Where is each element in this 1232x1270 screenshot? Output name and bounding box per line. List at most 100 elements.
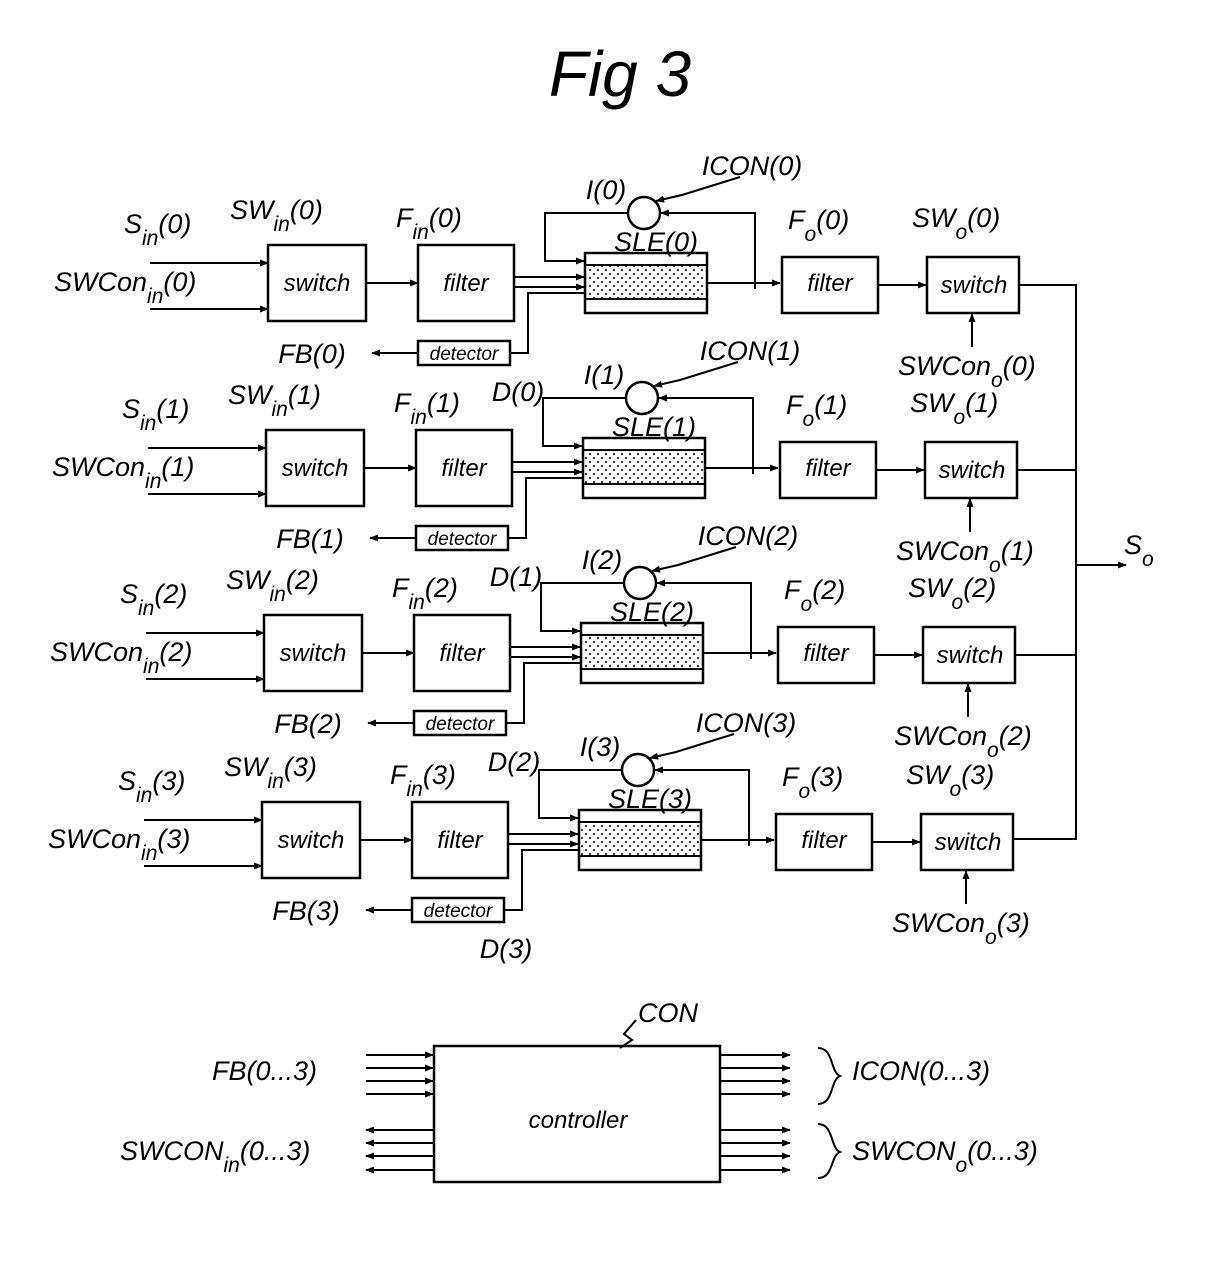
feedback-label: FB(2) [274, 709, 342, 739]
input-filter-label: Fin(1) [394, 388, 460, 429]
input-switch-control-label: SWConin(2) [50, 637, 192, 678]
input-switch-control-label: SWConin(1) [52, 452, 194, 493]
sle-label: SLE(3) [608, 784, 692, 814]
current-control-wire [652, 547, 736, 571]
output-switch-control-label: SWCono(0) [898, 351, 1036, 392]
input-switch-control-label: SWConin(0) [54, 267, 196, 308]
input-switch-text: switch [278, 827, 345, 854]
output-signal-label: So [1124, 530, 1154, 571]
detector-label: D(0) [492, 377, 545, 407]
current-group-brace [818, 1048, 840, 1104]
output-switch-text: switch [937, 642, 1004, 669]
current-control-label: ICON(0) [702, 151, 803, 181]
current-source-label: I(1) [584, 360, 625, 390]
detector-text: detector [424, 901, 493, 922]
controller-section: controller CON FB(0...3) SWCONin(0...3) ICON… [120, 998, 1038, 1182]
current-source-circle [622, 754, 654, 786]
channel-row-0: Sin(0) SWConin(0) SWin(0) switch Fin(0) filte… [54, 151, 1036, 407]
current-control-wire [654, 362, 738, 386]
input-filter-text: filter [443, 270, 489, 297]
output-switch-text: switch [939, 457, 1006, 484]
input-signal-label: Sin(1) [122, 394, 189, 435]
current-source-label: I(2) [582, 545, 623, 575]
figure-title: Fig 3 [549, 38, 692, 110]
input-signal-label: Sin(3) [118, 766, 185, 807]
controller-output-control-label: SWCONo(0...3) [852, 1136, 1038, 1177]
current-source-label: I(3) [580, 732, 621, 762]
current-control-label: ICON(2) [698, 521, 799, 551]
input-filter-text: filter [441, 455, 487, 482]
input-filter-label: Fin(0) [396, 203, 462, 244]
feedback-label: FB(1) [276, 524, 344, 554]
current-source-circle [628, 197, 660, 229]
input-signal-label: Sin(0) [124, 209, 191, 250]
output-filter-label: Fo(0) [788, 205, 849, 246]
sle-to-detector-wire [504, 850, 578, 910]
current-control-label: ICON(3) [696, 708, 797, 738]
sle-to-detector-wire [506, 663, 580, 723]
channel-rows: Sin(0) SWConin(0) SWin(0) switch Fin(0) filte… [48, 151, 1036, 964]
output-switch-label: SWo(3) [906, 760, 994, 801]
output-control-group-brace [818, 1124, 840, 1178]
output-filter-label: Fo(2) [784, 575, 845, 616]
input-filter-label: Fin(2) [392, 573, 458, 614]
feedback-label: FB(0) [278, 339, 346, 369]
detector-label: D(2) [488, 747, 541, 777]
detector-label: D(1) [490, 562, 543, 592]
sle-active-region [583, 635, 701, 669]
output-filter-text: filter [803, 640, 849, 667]
input-switch-label: SWin(3) [224, 752, 317, 793]
input-switch-label: SWin(1) [228, 380, 321, 421]
input-filter-text: filter [439, 640, 485, 667]
controller-ref-leader [620, 1020, 636, 1048]
current-control-label: ICON(1) [700, 336, 801, 366]
current-source-circle [626, 382, 658, 414]
input-switch-text: switch [284, 270, 351, 297]
sle-label: SLE(0) [614, 227, 698, 257]
output-switch-control-label: SWCono(2) [894, 721, 1032, 762]
sle-label: SLE(1) [612, 412, 696, 442]
detector-text: detector [426, 714, 495, 735]
detector-text: detector [430, 344, 499, 365]
sle-to-detector-wire [508, 478, 582, 538]
output-filter-label: Fo(1) [786, 390, 847, 431]
controller-feedback-label: FB(0...3) [212, 1056, 317, 1086]
sle-active-region [587, 265, 705, 299]
input-switch-text: switch [280, 640, 347, 667]
output-filter-label: Fo(3) [782, 762, 843, 803]
output-filter-text: filter [807, 270, 853, 297]
current-control-wire [656, 177, 740, 201]
sle-to-detector-wire [510, 293, 584, 353]
output-switch-text: switch [941, 272, 1008, 299]
controller-ref-label: CON [638, 998, 699, 1028]
current-source-circle [624, 567, 656, 599]
sle-active-region [581, 822, 699, 856]
input-filter-text: filter [437, 827, 483, 854]
input-switch-label: SWin(0) [230, 195, 323, 236]
output-switch-control-label: SWCono(1) [896, 536, 1034, 577]
detector-text: detector [428, 529, 497, 550]
input-filter-label: Fin(3) [390, 760, 456, 801]
output-switch-label: SWo(0) [912, 203, 1000, 244]
controller-text: controller [529, 1107, 629, 1134]
sle-active-region [585, 450, 703, 484]
feedback-label: FB(3) [272, 896, 340, 926]
output-switch-label: SWo(2) [908, 573, 996, 614]
detector-label: D(3) [480, 934, 533, 964]
input-switch-control-label: SWConin(3) [48, 824, 190, 865]
output-switch-text: switch [935, 829, 1002, 856]
current-control-wire [650, 734, 734, 758]
channel-row-1: Sin(1) SWConin(1) SWin(1) switch Fin(1) filte… [52, 336, 1034, 592]
input-signal-label: Sin(2) [120, 579, 187, 620]
current-source-label: I(0) [586, 175, 627, 205]
input-switch-text: switch [282, 455, 349, 482]
sle-label: SLE(2) [610, 597, 694, 627]
output-filter-text: filter [801, 827, 847, 854]
controller-input-control-label: SWCONin(0...3) [120, 1136, 310, 1177]
input-switch-label: SWin(2) [226, 565, 319, 606]
controller-current-label: ICON(0...3) [852, 1056, 990, 1086]
channel-row-2: Sin(2) SWConin(2) SWin(2) switch Fin(2) filte… [50, 521, 1032, 777]
output-filter-text: filter [805, 455, 851, 482]
output-switch-control-label: SWCono(3) [892, 908, 1030, 949]
